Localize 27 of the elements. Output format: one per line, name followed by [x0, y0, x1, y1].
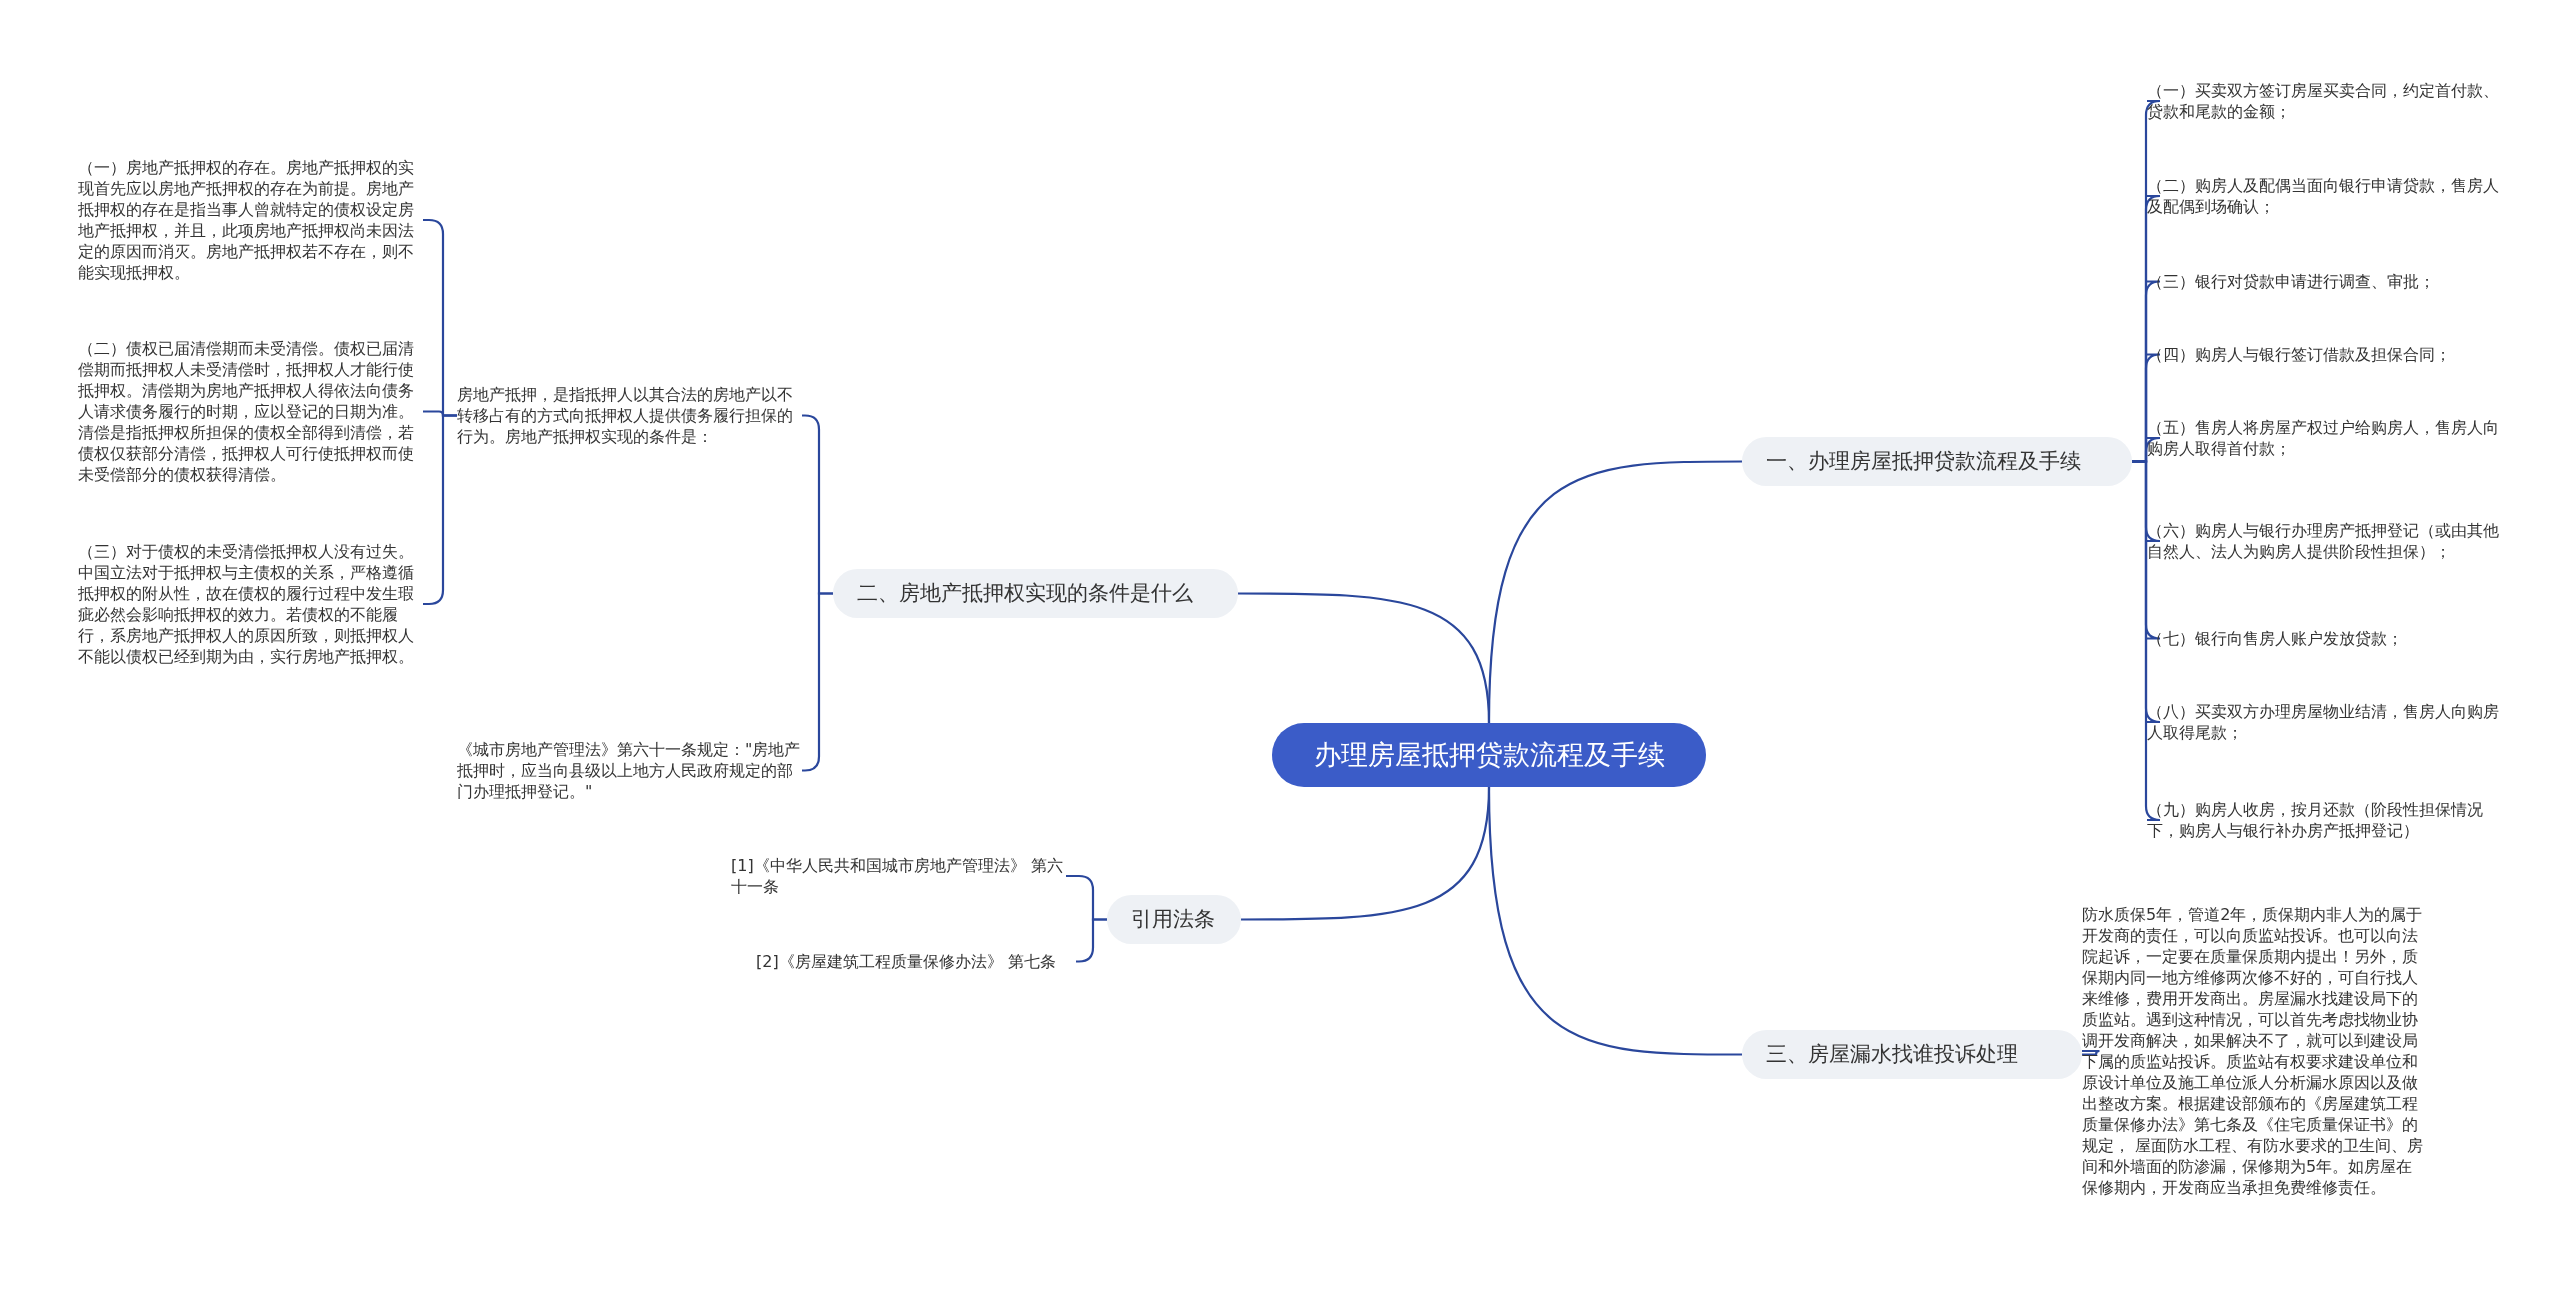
- topic-pill: 二、房地产抵押权实现的条件是什么: [833, 568, 1238, 618]
- subtopic-text: （四）购房人与银行签订借款及担保合同；: [2147, 343, 2507, 365]
- connector-line: [2132, 460, 2162, 822]
- connector-line: [1076, 918, 1107, 963]
- subtopic-text: （三）银行对贷款申请进行调查、审批；: [2147, 270, 2507, 292]
- topic-pill: 引用法条: [1107, 894, 1241, 944]
- subtopic-text: （七）银行向售房人账户发放贷款；: [2147, 627, 2507, 649]
- subtopic-text: （八）买卖双方办理房屋物业结清，售房人向购房人取得尾款；: [2147, 701, 2507, 743]
- topic-pill: 三、房屋漏水找谁投诉处理: [1742, 1029, 2082, 1079]
- subtopic-text: （一）房地产抵押权的存在。房地产抵押权的实现首先应以房地产抵押权的存在为前提。房地产抵押权的存在是指当事人曾就特定的债权设定房地产抵押权，并且，此项房地产抵押权尚未因法定的原因而消灭。房地产抵押权若不存在，则不能实现抵押权。: [78, 157, 423, 283]
- subtopic-text: （三）对于债权的未受清偿抵押权人没有过失。中国立法对于抵押权与主债权的关系，严格遵循抵押权的附从性，故在债权的履行过程中发生瑕疵必然会影响抵押权的效力。若债权的不能履行，系房地产抵押权人的原因所致，则抵押权人不能以债权已经到期为由，实行房地产抵押权。: [78, 541, 423, 667]
- subtopic-text: 《城市房地产管理法》第六十一条规定："房地产抵押时，应当向县级以上地方人民政府规定的部门办理抵押登记。": [457, 738, 802, 802]
- topic-pill: 一、办理房屋抵押贷款流程及手续: [1742, 436, 2132, 486]
- subtopic-text: （二）债权已届清偿期而未受清偿。债权已届清偿期而抵押权人未受清偿时，抵押权人才能行使抵押权。清偿期为房地产抵押权人得依法向债务人请求债务履行的时期，应以登记的日期为准。清偿是指抵押权所担保的债权全部得到清偿，若债权仅获部分清偿，抵押权人可行使抵押权而使未受偿部分的债权获得清偿。: [78, 337, 423, 485]
- subtopic-text: [1]《中华人民共和国城市房地产管理法》 第六十一条: [731, 855, 1066, 897]
- connector-line: [1487, 786, 1742, 1056]
- subtopic-text: （一）买卖双方签订房屋买卖合同，约定首付款、贷款和尾款的金额；: [2147, 80, 2507, 122]
- connector-line: [2082, 1049, 2101, 1056]
- subtopic-text: （六）购房人与银行办理房产抵押登记（或由其他自然人、法人为购房人提供阶段性担保）；: [2147, 520, 2507, 562]
- connector-line: [1238, 592, 1491, 724]
- subtopic-text: [2]《房屋建筑工程质量保修办法》 第七条: [756, 950, 1076, 972]
- subtopic-text: 防水质保5年，管道2年，质保期内非人为的属于开发商的责任，可以向质监站投诉。也可以向法院起诉，一定要在质量保质期内提出！另外，质保期内同一地方维修两次修不好的，可自行找人来维修，费用开发商出。房屋漏水找建设局下的质监站。遇到这种情况，可以首先考虑找物业协调开发商解决，如果解决不了，就可以到建设局下属的质监站投诉。质监站有权要求建设单位和原设计单位及施工单位派人分析漏水原因以及做出整改方案。根据建设部颁布的《房屋建筑工程质量保修办法》第七条及《住宅质量保证书》的规定， 屋面防水工程、有防水要求的卫生间、房间和外墙面的防渗漏，保修期为5年。如房屋在保修期内，开发商应当承担免费维修责任。: [2082, 904, 2427, 1198]
- subtopic-text: （九）购房人收房，按月还款（阶段性担保情况下，购房人与银行补办房产抵押登记）: [2147, 799, 2507, 841]
- subtopic-text: （五）售房人将房屋产权过户给购房人，售房人向购房人取得首付款；: [2147, 417, 2507, 459]
- central-topic: 办理房屋抵押贷款流程及手续: [1272, 723, 1706, 787]
- subtopic-text: （二）购房人及配偶当面向银行申请贷款，售房人及配偶到场确认；: [2147, 175, 2507, 217]
- subtopic-text: 房地产抵押，是指抵押人以其合法的房地产以不转移占有的方式向抵押权人提供债务履行担保的行为。房地产抵押权实现的条件是：: [457, 383, 802, 447]
